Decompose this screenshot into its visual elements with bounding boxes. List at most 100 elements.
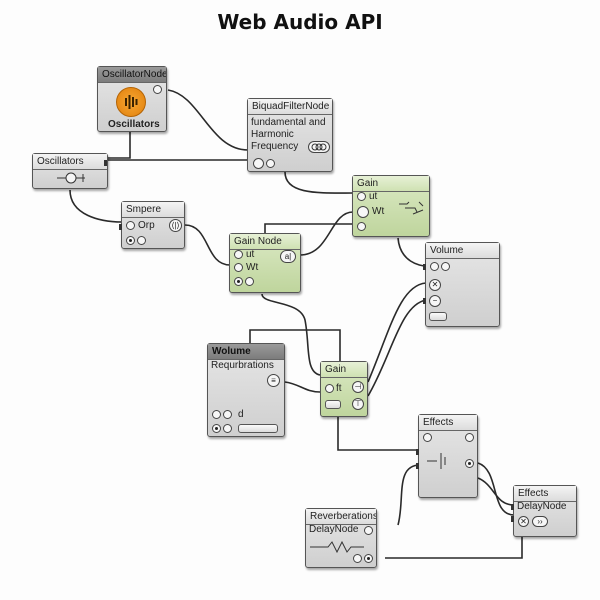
wire-gainnode-to-gaintop-2 xyxy=(299,211,354,256)
volume-right-mute-icon[interactable]: ✕ xyxy=(429,279,441,291)
effects-node-middle[interactable]: Effects xyxy=(416,414,478,498)
wire-smpere-to-gainnode xyxy=(184,224,231,266)
gain-node-port-1-label: ut xyxy=(246,249,255,260)
effects-right-close-icon[interactable]: ✕ xyxy=(518,516,529,527)
volume-left-slider[interactable] xyxy=(238,424,278,433)
effects-mid-header: Effects xyxy=(419,415,477,431)
volume-node-right[interactable]: Volume ✕ − xyxy=(423,242,500,327)
wire-gainnode-to-gaintop xyxy=(264,223,353,237)
smpere-jack[interactable] xyxy=(119,224,122,230)
wire-reverb-to-effectsright xyxy=(385,537,523,559)
biquad-frequency-toggle[interactable] xyxy=(308,141,330,153)
reverberations-label: DelayNode xyxy=(309,524,359,535)
volume-left-port-3[interactable] xyxy=(212,424,221,433)
volume-right-slider[interactable] xyxy=(429,312,447,321)
volume-node-left[interactable]: Wolume Requrbrations ≡ d xyxy=(207,343,285,437)
wire-volume-to-gainmid xyxy=(367,282,427,383)
gain-node-control[interactable]: a| xyxy=(280,250,296,263)
biquad-line2: Harmonic xyxy=(251,129,294,140)
volume-left-port-1[interactable] xyxy=(212,410,221,419)
oscillators-header: Oscillators xyxy=(33,154,107,170)
oscillators-input-jack[interactable] xyxy=(104,160,107,166)
effects-mid-port-3[interactable] xyxy=(465,459,474,468)
smpere-node[interactable]: Smpere Orp ⟨|⟩ xyxy=(119,201,185,249)
smpere-port-1-label: Orp xyxy=(138,220,155,231)
oscillators-knob-icon[interactable] xyxy=(57,171,85,190)
biquad-output-port[interactable] xyxy=(266,159,275,168)
volume-right-minus-icon[interactable]: − xyxy=(429,295,441,307)
reverberations-node[interactable]: Reverberations DelayNode xyxy=(305,508,377,568)
wire-effects-to-effectsright-2 xyxy=(477,477,515,506)
gain-node-port-3[interactable] xyxy=(234,277,243,286)
gain-node-middle[interactable]: Gain ft ⊣ ⊤ xyxy=(320,361,368,417)
volume-left-row-label: d xyxy=(238,409,244,420)
gain-top-graph-icon xyxy=(397,198,425,223)
waveform-icon xyxy=(116,87,146,117)
gain-top-header: Gain xyxy=(353,176,429,192)
effects-right-header: Effects xyxy=(514,486,576,502)
biquad-line3: Frequency xyxy=(251,141,299,152)
gain-top-port-1-label: ut xyxy=(369,191,378,202)
gain-top-port-3[interactable] xyxy=(357,222,366,231)
reverberations-header: Reverberations xyxy=(306,509,376,525)
gain-node-port-2-label: Wt xyxy=(246,262,259,273)
wire-effects-to-effectsright xyxy=(477,462,515,516)
gain-node[interactable]: Gain Node ut Wt a| xyxy=(229,233,301,293)
effects-right-jack-1[interactable] xyxy=(511,504,514,510)
effects-right-label: DelayNode xyxy=(517,501,567,512)
gain-mid-control-2[interactable]: ⊤ xyxy=(352,398,364,410)
wire-osc-to-biquad xyxy=(167,89,249,151)
volume-left-label: Requrbrations xyxy=(211,360,274,371)
wire-gainnode-to-gainmid xyxy=(261,293,321,376)
reverberations-port-2[interactable] xyxy=(353,554,362,563)
gain-mid-control-1[interactable]: ⊣ xyxy=(352,381,364,393)
biquad-filter-node[interactable]: BiquadFilterNode fundamental and Harmoni… xyxy=(247,98,333,172)
gain-node-port-1[interactable] xyxy=(234,250,243,259)
effects-right-jack-2[interactable] xyxy=(511,516,514,522)
biquad-line1: fundamental and xyxy=(251,117,326,128)
wire-gainmid-to-effects xyxy=(337,417,418,451)
gain-top-port-1[interactable] xyxy=(357,192,366,201)
gain-node-top[interactable]: Gain ut Wt xyxy=(352,175,430,237)
gain-top-port-2[interactable] xyxy=(357,206,369,218)
effects-mid-port-2[interactable] xyxy=(465,433,474,442)
gain-node-header: Gain Node xyxy=(230,234,300,250)
volume-left-port-2[interactable] xyxy=(223,410,232,419)
reverberations-port-3[interactable] xyxy=(364,554,373,563)
smpere-port-1[interactable] xyxy=(126,221,135,230)
volume-right-header: Volume xyxy=(426,243,499,259)
effects-right-toggle[interactable]: ›› xyxy=(532,516,548,527)
wire-osc-to-oscsmall xyxy=(108,128,131,159)
effects-mid-jack-1[interactable] xyxy=(416,449,419,455)
oscillator-node[interactable]: OscillatorNode Oscillators xyxy=(97,66,167,132)
volume-left-control[interactable]: ≡ xyxy=(267,374,280,387)
gain-mid-slider[interactable] xyxy=(325,400,341,409)
gain-node-port-4[interactable] xyxy=(245,277,254,286)
effects-mid-fader-icon[interactable] xyxy=(427,451,457,476)
wire-volumeleft-loop xyxy=(249,329,341,362)
oscillator-node-header: OscillatorNode xyxy=(98,67,166,83)
wire-volume2-to-gainmid xyxy=(367,299,427,397)
wire-reverb-to-effects xyxy=(397,464,421,526)
volume-right-port-2[interactable] xyxy=(441,262,450,271)
effects-node-right[interactable]: Effects DelayNode ✕ ›› xyxy=(511,485,577,537)
oscillator-node-output-port[interactable] xyxy=(153,85,162,94)
smpere-port-2[interactable] xyxy=(126,236,135,245)
oscillator-node-label: Oscillators xyxy=(108,119,160,130)
oscillators-node[interactable]: Oscillators xyxy=(32,153,108,189)
reverberations-port-1[interactable] xyxy=(364,526,373,535)
volume-left-port-4[interactable] xyxy=(223,424,232,433)
page-title: Web Audio API xyxy=(217,10,383,34)
biquad-input-port[interactable] xyxy=(253,158,264,169)
volume-right-jack-2[interactable] xyxy=(423,298,426,304)
effects-mid-port-1[interactable] xyxy=(423,433,432,442)
gain-node-port-2[interactable] xyxy=(234,263,243,272)
smpere-control[interactable]: ⟨|⟩ xyxy=(169,219,182,232)
volume-right-jack-1[interactable] xyxy=(423,264,426,270)
gain-top-port-2-label: Wt xyxy=(372,206,385,217)
effects-mid-jack-2[interactable] xyxy=(416,463,419,469)
smpere-port-3[interactable] xyxy=(137,236,146,245)
volume-left-header: Wolume xyxy=(208,344,284,360)
gain-mid-port-1[interactable] xyxy=(325,384,334,393)
volume-right-port-1[interactable] xyxy=(430,262,439,271)
